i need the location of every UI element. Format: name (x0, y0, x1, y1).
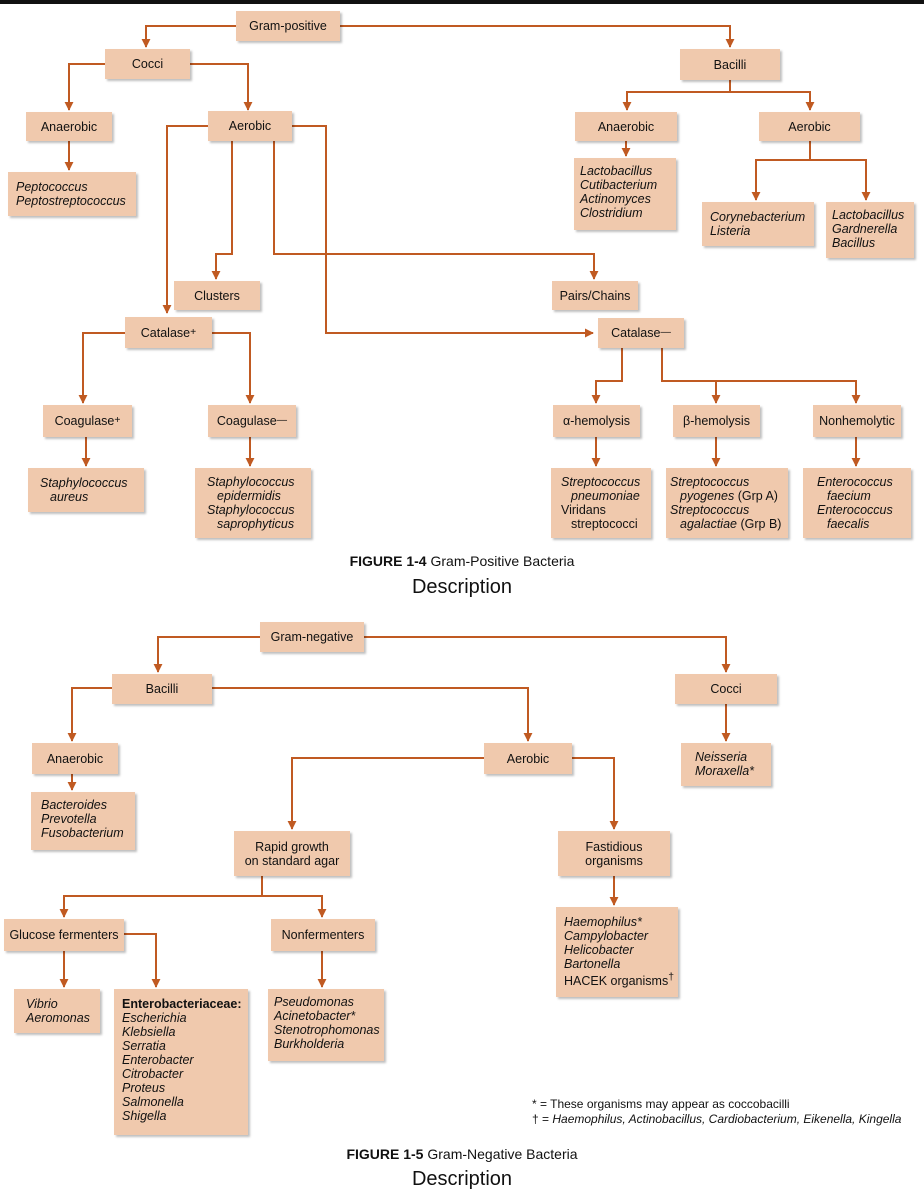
figure-1-5-caption: FIGURE 1-5 Gram-Negative Bacteria (346, 1146, 578, 1162)
gn-enterobacteriaceae-box: Enterobacteriaceae: Escherichia Klebsiel… (114, 989, 248, 1135)
gn-cocci-node: Cocci (675, 674, 777, 704)
gram-positive-root: Gram-positive (236, 11, 340, 41)
gp-coagulase-negative-node: Coagulase— (208, 405, 296, 437)
gp-alpha-species-box: Streptococcus pneumoniae Viridans strept… (551, 468, 651, 538)
gram-negative-root: Gram-negative (260, 622, 364, 652)
gp-cocci-aerobic-node: Aerobic (208, 111, 292, 141)
gn-fastidious-species: Haemophilus* Campylobacter Helicobacter … (556, 907, 678, 997)
gn-nonfermenter-species: Pseudomonas Acinetobacter* Stenotrophomo… (268, 989, 384, 1061)
gp-nonhemolytic-species-box: Enterococcus faecium Enterococcus faecal… (803, 468, 911, 538)
top-rule (0, 0, 924, 4)
gp-staph-aureus-box: Staphylococcus aureus (28, 468, 144, 512)
gp-bacilli-aerobic-node: Aerobic (759, 112, 860, 141)
footnote-coccobacilli: * = These organisms may appear as coccob… (532, 1097, 790, 1111)
gp-bacilli-anaerobic-node: Anaerobic (575, 112, 677, 141)
gp-catalase-negative-node: Catalase— (598, 318, 684, 348)
gn-bacilli-node: Bacilli (112, 674, 212, 704)
gp-cocci-anaerobic-node: Anaerobic (26, 112, 112, 141)
gn-rapid-growth-node: Rapid growth on standard agar (234, 831, 350, 876)
gp-anaerobic-cocci-species: Peptococcus Peptostreptococcus (8, 172, 136, 216)
gp-bacilli-node: Bacilli (680, 49, 780, 80)
gn-fastidious-node: Fastidious organisms (558, 831, 670, 876)
gn-nonfermenters-node: Nonfermenters (271, 919, 375, 951)
gp-clusters-node: Clusters (174, 281, 260, 310)
gp-beta-hemolysis-node: β-hemolysis (673, 405, 760, 437)
gp-coagulase-positive-node: Coagulase+ (43, 405, 132, 437)
gp-coryne-listeria-box: Corynebacterium Listeria (702, 202, 814, 246)
figure-1-4-caption: FIGURE 1-4 Gram-Positive Bacteria (349, 553, 575, 569)
gp-coagulase-negative-staph-box: Staphylococcus epidermidis Staphylococcu… (195, 468, 311, 538)
footnote-hacek: † = Haemophilus, Actinobacillus, Cardiob… (532, 1112, 902, 1126)
gn-glucose-fermenters-node: Glucose fermenters (4, 919, 124, 951)
gp-pairs-chains-node: Pairs/Chains (552, 281, 638, 310)
gp-beta-species-box: Streptococcus pyogenes (Grp A) Streptoco… (666, 468, 788, 538)
gp-alpha-hemolysis-node: α-hemolysis (553, 405, 640, 437)
gn-anaerobic-species: Bacteroides Prevotella Fusobacterium (31, 792, 135, 850)
gp-cocci-node: Cocci (105, 49, 190, 79)
gp-nonhemolytic-node: Nonhemolytic (813, 405, 901, 437)
gp-lacto-gard-bac-box: Lactobacillus Gardnerella Bacillus (826, 202, 914, 258)
gn-cocci-species: Neisseria Moraxella* (681, 743, 771, 786)
gp-catalase-positive-node: Catalase+ (125, 317, 212, 348)
gn-anaerobic-node: Anaerobic (32, 743, 118, 774)
gn-aerobic-node: Aerobic (484, 743, 572, 774)
figure-1-4-description-link[interactable]: Description (411, 576, 513, 598)
gp-anaerobic-bacilli-species: Lactobacillus Cutibacterium Actinomyces … (574, 158, 676, 230)
figure-1-5-description-link[interactable]: Description (411, 1168, 513, 1190)
gn-vibrio-aeromonas-box: Vibrio Aeromonas (14, 989, 100, 1033)
